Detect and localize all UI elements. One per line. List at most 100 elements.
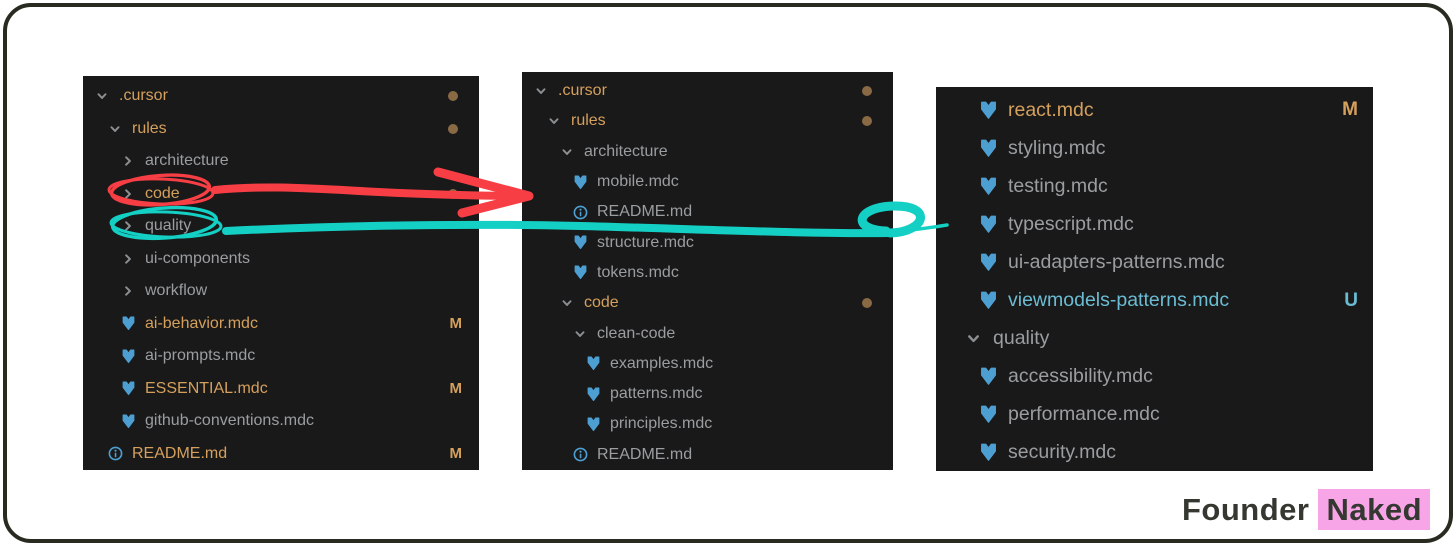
tree-item-label: tokens.mdc: [597, 263, 679, 281]
tree-row-file[interactable]: examples.mdc: [522, 349, 893, 379]
tree-row-file[interactable]: structure.mdc: [522, 227, 893, 257]
tree-item-label: quality: [993, 327, 1050, 350]
tree-row-file[interactable]: accessibility.mdc: [936, 358, 1373, 396]
git-modified-dot: [862, 116, 872, 127]
tree-item-label: .cursor: [119, 87, 168, 105]
tree-item-label: README.md: [597, 445, 693, 463]
mdc-file-icon: [974, 291, 1002, 310]
tree-row-file[interactable]: patterns.mdc: [522, 379, 893, 409]
git-modified-dot: [862, 86, 872, 97]
chevron-down-icon: [569, 327, 591, 341]
tree-item-label: clean-code: [597, 324, 676, 342]
mdc-file-icon: [974, 405, 1002, 424]
git-modified-dot: [862, 298, 872, 309]
git-status-badge: M: [1342, 99, 1358, 121]
chevron-down-icon: [556, 145, 578, 159]
tree-item-label: github-conventions.mdc: [145, 412, 314, 430]
mdc-file-icon: [569, 175, 591, 190]
tree-item-label: README.md: [597, 203, 693, 221]
readme-info-icon: [569, 205, 591, 220]
tree-item-label: react.mdc: [1008, 98, 1094, 121]
chevron-right-icon: [117, 252, 139, 266]
tree-item-label: viewmodels-patterns.mdc: [1008, 289, 1230, 312]
tree-item-label: architecture: [145, 152, 229, 170]
tree-item-label: performance.mdc: [1008, 403, 1160, 426]
tree-row-file[interactable]: typescript.mdc: [936, 205, 1373, 243]
tree-row-folder[interactable]: architecture: [522, 137, 893, 167]
chevron-right-icon: [117, 154, 139, 168]
tree-row-file[interactable]: principles.mdc: [522, 409, 893, 439]
mdc-file-icon: [117, 414, 139, 429]
tree-row-file[interactable]: react.mdc M: [936, 91, 1373, 129]
tree-row-folder[interactable]: rules: [522, 106, 893, 136]
tree-item-label: principles.mdc: [610, 415, 713, 433]
chevron-down-icon: [556, 296, 578, 310]
tree-row-file[interactable]: ai-prompts.mdc: [83, 340, 479, 373]
logo-naked-text: Naked: [1318, 489, 1430, 530]
tree-item-label: typescript.mdc: [1008, 212, 1134, 235]
mdc-file-icon: [974, 101, 1002, 120]
mdc-file-icon: [569, 235, 591, 250]
chevron-down-icon: [543, 114, 565, 128]
mdc-file-icon: [974, 367, 1002, 386]
tree-row-file[interactable]: styling.mdc: [936, 129, 1373, 167]
tree-item-label: accessibility.mdc: [1008, 365, 1153, 388]
tree-row-file[interactable]: tokens.mdc: [522, 258, 893, 288]
tree-row-file[interactable]: README.md M: [83, 438, 479, 471]
tree-item-label: styling.mdc: [1008, 136, 1106, 159]
git-status-badge: M: [449, 380, 463, 398]
tree-row-file[interactable]: security.mdc: [936, 434, 1373, 472]
chevron-down-icon: [91, 89, 113, 103]
tree-item-label: examples.mdc: [610, 354, 714, 372]
tree-row-file[interactable]: README.md: [522, 440, 893, 470]
chevron-right-icon: [117, 187, 139, 201]
git-status-badge: M: [449, 445, 463, 463]
tree-row-file[interactable]: ESSENTIAL.mdc M: [83, 373, 479, 406]
tree-row-file[interactable]: mobile.mdc: [522, 167, 893, 197]
tree-row-folder[interactable]: code: [522, 288, 893, 318]
tree-row-file[interactable]: ui-adapters-patterns.mdc: [936, 243, 1373, 281]
tree-row-file[interactable]: performance.mdc: [936, 396, 1373, 434]
tree-row-folder[interactable]: quality: [83, 210, 479, 243]
mdc-file-icon: [974, 253, 1002, 272]
mdc-file-icon: [974, 215, 1002, 234]
chevron-right-icon: [117, 219, 139, 233]
tree-item-label: code: [584, 294, 619, 312]
tree-row-folder[interactable]: .cursor: [83, 80, 479, 113]
tree-item-label: README.md: [132, 444, 228, 462]
git-modified-dot: [448, 188, 458, 199]
mdc-file-icon: [974, 443, 1002, 462]
mdc-file-icon: [117, 349, 139, 364]
tree-row-folder[interactable]: ui-components: [83, 243, 479, 276]
logo-founder-text: Founder: [1181, 492, 1310, 527]
tree-row-file[interactable]: testing.mdc: [936, 167, 1373, 205]
tree-item-label: code: [145, 184, 180, 202]
mdc-file-icon: [582, 417, 604, 432]
tree-item-label: rules: [132, 119, 167, 137]
tree-row-folder[interactable]: architecture: [83, 145, 479, 178]
chevron-down-icon: [959, 330, 987, 347]
tree-item-label: structure.mdc: [597, 233, 694, 251]
tree-row-folder[interactable]: code: [83, 178, 479, 211]
tree-item-label: rules: [571, 112, 606, 130]
tree-row-folder[interactable]: rules: [83, 113, 479, 146]
tree-item-label: ESSENTIAL.mdc: [145, 379, 268, 397]
tree-row-folder[interactable]: clean-code: [522, 318, 893, 348]
tree-row-folder[interactable]: quality: [936, 320, 1373, 358]
tree-item-label: patterns.mdc: [610, 385, 703, 403]
chevron-right-icon: [117, 284, 139, 298]
mdc-file-icon: [569, 265, 591, 280]
tree-row-file[interactable]: README.md: [522, 197, 893, 227]
tree-row-file[interactable]: github-conventions.mdc: [83, 405, 479, 438]
git-modified-dot: [448, 91, 458, 102]
tree-row-folder[interactable]: .cursor: [522, 76, 893, 106]
tree-row-folder[interactable]: workflow: [83, 275, 479, 308]
tree-item-label: ai-prompts.mdc: [145, 347, 256, 365]
tree-item-label: mobile.mdc: [597, 173, 679, 191]
mdc-file-icon: [974, 177, 1002, 196]
tree-item-label: testing.mdc: [1008, 174, 1108, 197]
